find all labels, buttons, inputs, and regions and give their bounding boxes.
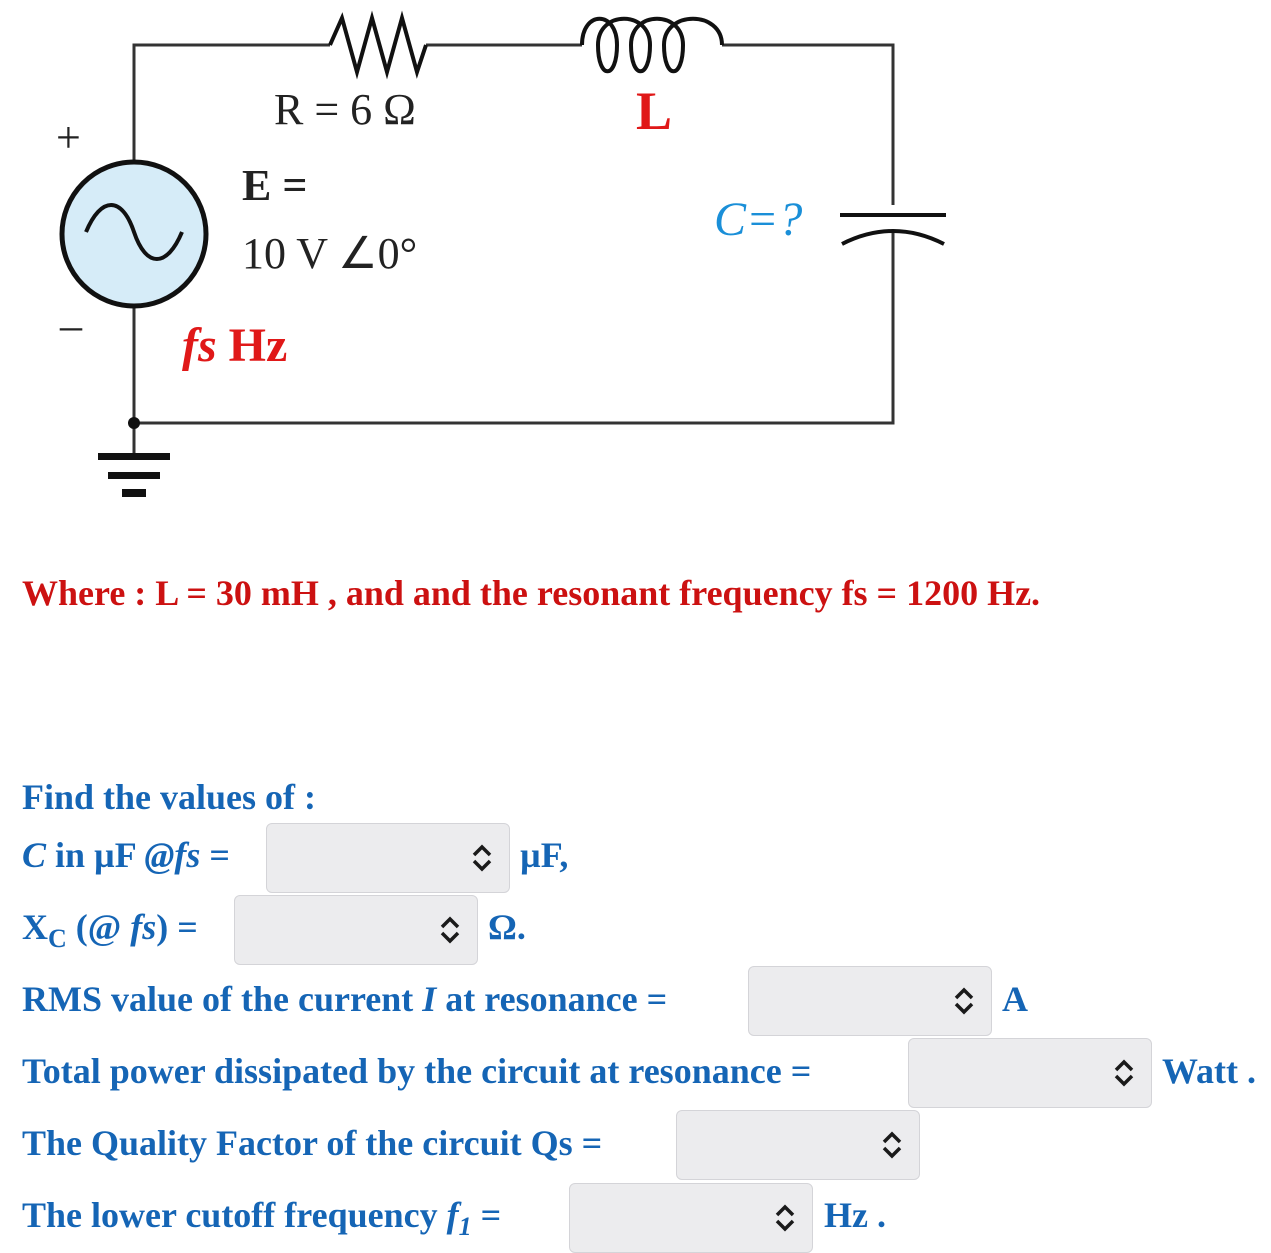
current-answer-dropdown[interactable] xyxy=(748,966,992,1036)
power-answer-dropdown[interactable] xyxy=(908,1038,1152,1108)
up-down-chevron-icon xyxy=(1114,1059,1134,1087)
up-down-chevron-icon xyxy=(954,987,974,1015)
reactance-answer-dropdown[interactable] xyxy=(234,895,478,965)
q1-label-text: in µF xyxy=(46,835,145,875)
given-values-text: Where : L = 30 mH , and and the resonant… xyxy=(22,573,1041,613)
q2-label-fs: fs xyxy=(130,907,157,947)
capacitor-label: C=? xyxy=(714,193,803,246)
q6-unit: Hz . xyxy=(824,1195,886,1235)
q3-label-eq: at resonance = xyxy=(436,979,668,1019)
wire-top-right xyxy=(722,43,895,205)
up-down-chevron-icon xyxy=(882,1131,902,1159)
q6-label-f: f xyxy=(446,1195,459,1235)
capacitor-symbol xyxy=(840,213,946,246)
q4-label: Total power dissipated by the circuit at… xyxy=(22,1051,812,1091)
positive-terminal-label: + xyxy=(56,113,81,162)
q2-label-eq: ) = xyxy=(156,907,198,947)
q2-unit: Ω. xyxy=(488,907,526,947)
q2-label-mid: (@ xyxy=(66,907,131,947)
lower-cutoff-answer-dropdown[interactable] xyxy=(569,1183,813,1253)
q1-label-c: C xyxy=(22,835,47,875)
negative-terminal-label: – xyxy=(60,301,82,350)
up-down-chevron-icon xyxy=(440,916,460,944)
inductor-label: L xyxy=(636,81,673,141)
q1-unit: µF, xyxy=(520,835,569,875)
ground-symbol xyxy=(98,417,170,497)
frequency-symbol: fs xyxy=(182,319,217,372)
q3-label: RMS value of the current I at resonance … xyxy=(22,978,667,1020)
quality-factor-answer-dropdown[interactable] xyxy=(676,1110,920,1180)
up-down-chevron-icon xyxy=(775,1204,795,1232)
questions-heading: Find the values of : xyxy=(22,777,317,817)
up-down-chevron-icon xyxy=(472,844,492,872)
q3-unit: A xyxy=(1002,979,1028,1019)
q2-label: XC (@ fs) = xyxy=(22,906,198,953)
q1-label: C in µF @fs = xyxy=(22,834,230,876)
source-label-line1: E = xyxy=(242,161,308,210)
frequency-label: fs Hz xyxy=(182,318,287,373)
q2-label-x: X xyxy=(22,907,48,947)
resistor-symbol xyxy=(328,10,428,80)
q6-label: The lower cutoff frequency f1 = xyxy=(22,1194,502,1241)
frequency-unit: Hz xyxy=(228,319,288,372)
q1-label-fs: @fs xyxy=(144,835,201,875)
q3-label-i: I xyxy=(422,979,437,1019)
wire-right-bottom xyxy=(134,232,895,425)
q6-label-eq: = xyxy=(471,1195,502,1235)
sine-wave-icon xyxy=(84,203,184,261)
q3-label-text: RMS value of the current xyxy=(22,979,423,1019)
source-label-line2: 10 V ∠0° xyxy=(242,229,418,278)
q6-label-text: The lower cutoff frequency xyxy=(22,1195,447,1235)
q6-label-sub: 1 xyxy=(458,1212,472,1241)
inductor-symbol xyxy=(580,16,724,74)
q4-unit: Watt . xyxy=(1162,1051,1256,1091)
q1-label-eq: = xyxy=(200,835,230,875)
capacitance-answer-dropdown[interactable] xyxy=(266,823,510,893)
q2-label-sub: C xyxy=(48,924,67,953)
q5-label: The Quality Factor of the circuit Qs = xyxy=(22,1123,603,1163)
wire-top-left xyxy=(132,43,330,160)
resistor-label: R = 6 Ω xyxy=(274,85,416,134)
circuit-diagram xyxy=(59,10,946,497)
